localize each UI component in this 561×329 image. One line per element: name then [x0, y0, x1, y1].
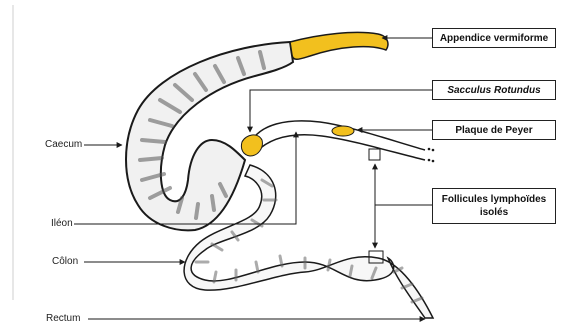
rectum-label: Rectum: [46, 313, 80, 324]
appendix-shape: [290, 32, 388, 59]
peyer-patch-shape: [332, 126, 354, 136]
follicle-box-ileum: [369, 149, 380, 160]
follicules-box: Follicules lymphoïdes isolés: [432, 188, 556, 224]
sacculus-rotundus-shape: [241, 135, 262, 156]
colon-label: Côlon: [52, 256, 78, 267]
follicules-label-line1: Follicules lymphoïdes: [442, 193, 546, 206]
ileum-shape: [241, 121, 434, 162]
plaque-box: Plaque de Peyer: [432, 120, 556, 140]
appendice-box: Appendice vermiforme: [432, 28, 556, 48]
sacculus-label: Sacculus Rotundus: [447, 85, 540, 96]
sacculus-box: Sacculus Rotundus: [432, 80, 556, 100]
ileon-label: Iléon: [51, 218, 73, 229]
appendice-label: Appendice vermiforme: [440, 33, 548, 44]
caecum-label: Caecum: [45, 139, 82, 150]
follicules-label-line2: isolés: [480, 206, 508, 219]
plaque-label: Plaque de Peyer: [455, 125, 532, 136]
